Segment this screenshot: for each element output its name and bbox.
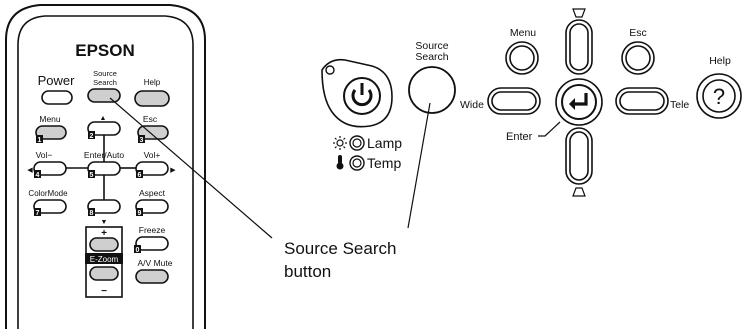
remote-color-mode-label: ColorMode: [28, 189, 68, 198]
remote-key-5: [88, 170, 95, 178]
panel-menu-button[interactable]: [509, 45, 535, 71]
remote-ezoom-plus-button[interactable]: [89, 237, 119, 252]
remote-key-9-label: 9: [138, 210, 142, 217]
panel-up-button[interactable]: [569, 23, 589, 71]
keystone-up-icon: [572, 8, 586, 18]
remote-key-2-label: 2: [90, 133, 94, 140]
remote-menu-button[interactable]: [35, 125, 67, 140]
callout-label-line-1: Source Search: [284, 239, 396, 258]
remote-help-label: Help: [144, 78, 161, 87]
remote-ezoom-label: E-Zoom: [90, 255, 119, 264]
remote-help-button[interactable]: [134, 90, 170, 107]
remote-key-9: [136, 208, 143, 216]
panel-source-search-label-1: Source: [415, 40, 448, 52]
remote-key-6-label: 6: [138, 172, 142, 179]
remote-key-4-label: 4: [36, 172, 40, 179]
remote-power-button[interactable]: [41, 90, 73, 105]
remote-key-0: [134, 245, 141, 253]
remote-power-label: Power: [38, 73, 76, 88]
remote-key-3-label: 3: [140, 137, 144, 144]
remote-control: EPSON Power Source Search Help Menu 1 Es…: [5, 4, 206, 329]
remote-key-2: [88, 131, 95, 139]
power-icon: [351, 83, 373, 107]
temp-label: Temp: [367, 155, 401, 171]
remote-esc-label: Esc: [143, 114, 158, 124]
source-search-callout: Source Search button: [109, 97, 431, 281]
callout-label-line-2: button: [284, 262, 331, 281]
remote-key-8-label: 8: [90, 210, 94, 217]
remote-down-button[interactable]: [87, 199, 121, 214]
remote-face: [17, 15, 194, 329]
remote-av-mute-label: A/V Mute: [138, 258, 173, 268]
remote-key-8: [88, 208, 95, 216]
lamp-label: Lamp: [367, 135, 402, 151]
panel-menu-label: Menu: [510, 27, 536, 39]
thermometer-icon: [336, 155, 344, 170]
panel-wide-label: Wide: [460, 99, 484, 111]
panel-esc-label: Esc: [629, 27, 647, 39]
panel-power-indicator: [325, 65, 335, 75]
lamp-indicator-inner: [352, 138, 362, 148]
panel-source-search-label-2: Search: [415, 51, 448, 63]
remote-brand-logo: EPSON: [75, 41, 135, 60]
remote-right-arrow-icon: ▶: [170, 167, 176, 174]
remote-menu-label: Menu: [39, 114, 61, 124]
remote-freeze-label: Freeze: [139, 225, 166, 235]
panel-enter-label: Enter: [506, 131, 533, 143]
remote-key-6: [136, 170, 143, 178]
sun-icon: [333, 136, 347, 150]
remote-down-arrow-icon: ▼: [101, 219, 108, 226]
remote-source-search-button[interactable]: [87, 88, 121, 103]
panel-help-label: Help: [709, 55, 731, 67]
remote-key-1: [36, 135, 43, 143]
callout-line-remote: [109, 97, 273, 239]
remote-ezoom-minus-button[interactable]: [89, 266, 119, 281]
remote-ezoom-plus-label: +: [101, 228, 107, 239]
remote-key-4: [34, 170, 41, 178]
remote-vol-plus-label: Vol+: [144, 150, 161, 160]
remote-key-0-label: 0: [136, 247, 140, 254]
callout-line-panel: [407, 102, 431, 229]
remote-up-arrow-icon: ▲: [100, 115, 107, 122]
panel-tele-label: Tele: [670, 99, 689, 111]
keystone-down-icon: [572, 187, 586, 197]
remote-key-5-label: 5: [90, 172, 94, 179]
remote-aspect-label: Aspect: [139, 188, 166, 198]
remote-ezoom-minus-label: −: [101, 286, 107, 297]
remote-source-search-label-2: Search: [93, 78, 117, 87]
remote-color-mode-button[interactable]: [33, 199, 67, 214]
remote-key-1-label: 1: [38, 137, 42, 144]
panel-enter-button[interactable]: [561, 84, 597, 120]
enter-leader-line: [538, 121, 561, 137]
remote-key-7-label: 7: [36, 210, 40, 217]
remote-key-7: [34, 208, 41, 216]
panel-esc-button[interactable]: [625, 45, 651, 71]
remote-av-mute-button[interactable]: [135, 269, 169, 284]
projector-control-panel: Lamp Temp Source Search Menu Esc Wide: [321, 8, 742, 197]
remote-vol-minus-label: Vol−: [36, 150, 53, 160]
remote-ezoom-label-bg: [85, 253, 123, 264]
remote-aspect-button[interactable]: [135, 199, 169, 214]
panel-help-button[interactable]: [702, 79, 736, 113]
panel-power-button[interactable]: [343, 77, 381, 115]
panel-down-button[interactable]: [569, 131, 589, 181]
remote-source-search-label-1: Source: [93, 69, 117, 78]
remote-key-3: [138, 135, 145, 143]
remote-left-arrow-icon: ◀: [27, 167, 33, 174]
temp-indicator-inner: [352, 158, 362, 168]
remote-freeze-button[interactable]: [135, 236, 169, 251]
enter-arrow-icon: [569, 93, 588, 110]
panel-tele-button[interactable]: [619, 91, 665, 111]
panel-wide-button[interactable]: [491, 91, 537, 111]
panel-source-search-button[interactable]: [408, 66, 456, 114]
help-question-icon: ?: [713, 84, 725, 109]
